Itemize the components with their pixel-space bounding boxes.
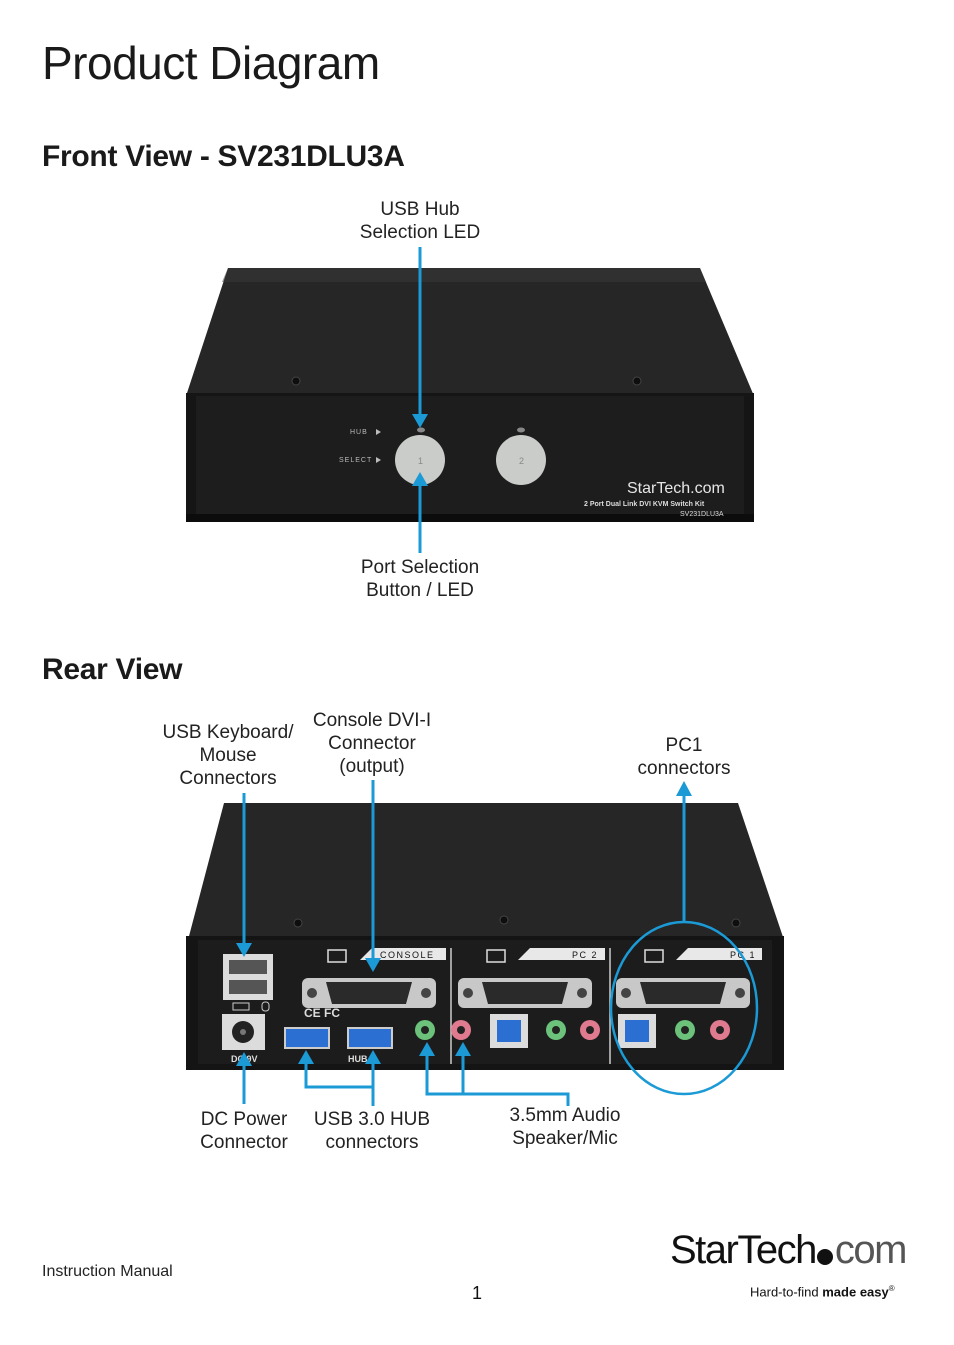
arrow-up-icon <box>412 472 428 486</box>
arrow-down-icon <box>236 943 252 957</box>
monitor-icon <box>327 949 347 963</box>
front-view-heading: Front View - SV231DLU3A <box>42 140 405 173</box>
screw-icon <box>291 376 301 386</box>
arrow-up-icon <box>455 1042 471 1056</box>
rear-device-top <box>188 803 784 940</box>
arrow-up-icon <box>236 1052 252 1066</box>
port-button-1 <box>395 435 445 485</box>
label-usb-hub: USB 3.0 HUB connectors <box>313 1109 431 1153</box>
arrow-up-icon <box>298 1050 314 1064</box>
svg-text:2: 2 <box>519 456 524 466</box>
svg-text:HUB: HUB <box>348 1054 368 1064</box>
svg-text:CONSOLE: CONSOLE <box>380 950 435 960</box>
svg-text:CE FC: CE FC <box>304 1006 340 1020</box>
screw-icon <box>632 376 642 386</box>
label-usb-keyboard-mouse: USB Keyboard/ Mouse Connectors <box>162 722 294 789</box>
hub-led-2 <box>517 427 525 433</box>
dvi-pc2-connector <box>458 978 592 1008</box>
panel-hub-text: HUB <box>350 429 368 436</box>
label-usb-hub-led: USB Hub Selection LED <box>359 199 481 243</box>
page-title: Product Diagram <box>42 37 380 89</box>
arrow-down-icon <box>365 958 381 972</box>
svg-text:PC 2: PC 2 <box>572 950 598 960</box>
svg-text:1: 1 <box>418 456 423 466</box>
monitor-icon <box>486 949 506 963</box>
panel-model: SV231DLU3A <box>680 511 724 518</box>
arrow-up-icon <box>365 1050 381 1064</box>
page-number: 1 <box>472 1283 483 1303</box>
panel-model-line: 2 Port Dual Link DVI KVM Switch Kit <box>584 501 705 508</box>
usb3-hub-port-2 <box>347 1027 393 1049</box>
label-port-selection: Port Selection Button / LED <box>360 557 480 601</box>
logo-dot-icon <box>816 1249 833 1265</box>
hub-led-1 <box>417 427 425 433</box>
panel-select-text: SELECT <box>339 457 372 464</box>
usb3-hub-port-1 <box>284 1027 330 1049</box>
label-console-dvi: Console DVI-I Connector (output) <box>312 710 432 777</box>
front-device-top <box>186 268 754 396</box>
dvi-pc1-connector <box>616 978 750 1008</box>
label-audio: 3.5mm Audio Speaker/Mic <box>509 1105 621 1149</box>
arrow-down-icon <box>412 414 428 428</box>
monitor-icon <box>644 949 664 963</box>
port-button-2 <box>496 435 546 485</box>
dvi-console-connector <box>302 978 436 1008</box>
label-pc1: PC1 connectors <box>637 735 731 779</box>
rear-view-heading: Rear View <box>42 653 183 686</box>
panel-brand: StarTech.com <box>627 480 725 497</box>
footer-manual-label: Instruction Manual <box>42 1263 173 1280</box>
arrow-up-icon <box>419 1042 435 1056</box>
label-dc-power: DC Power Connector <box>200 1109 288 1153</box>
arrow-up-icon <box>676 781 692 796</box>
